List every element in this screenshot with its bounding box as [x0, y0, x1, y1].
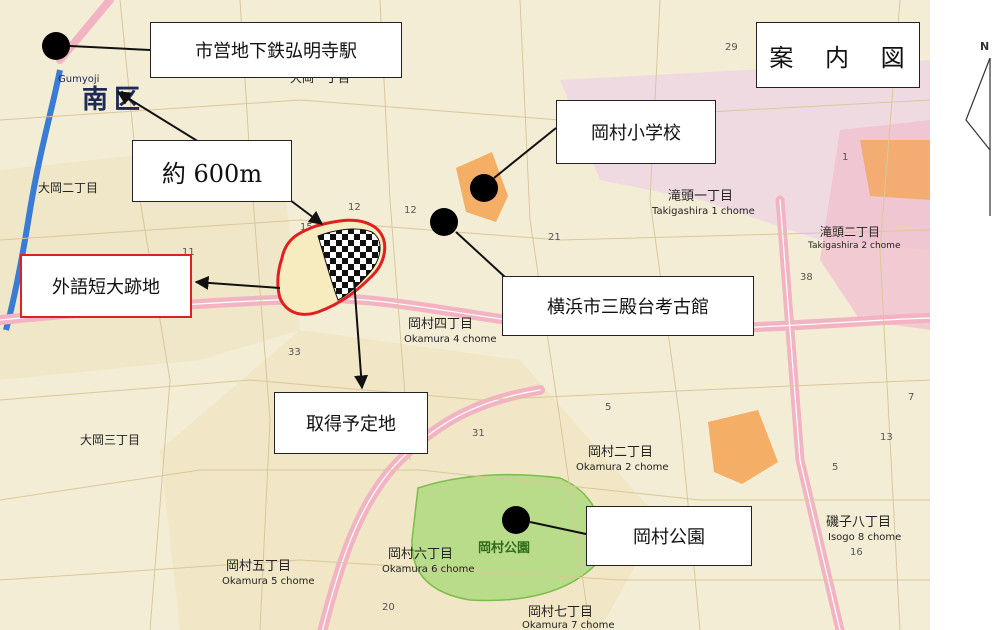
- label-takigashira2: 滝頭二丁目: [820, 225, 880, 239]
- label-okamura4: 岡村四丁目: [408, 317, 473, 332]
- svg-text:21: 21: [548, 232, 561, 243]
- label-okamura5: 岡村五丁目: [226, 559, 291, 574]
- right-margin: [930, 0, 1006, 630]
- svg-text:20: 20: [382, 602, 395, 613]
- callout-school: 岡村小学校: [556, 100, 716, 164]
- label-okamura2-roman: Okamura 2 chome: [576, 462, 669, 473]
- north-label: N: [980, 40, 989, 53]
- label-okamura2: 岡村二丁目: [588, 445, 653, 460]
- svg-text:12: 12: [348, 202, 361, 213]
- label-isogo8: 磯子八丁目: [826, 515, 891, 530]
- facility-zone-ne: [860, 140, 930, 200]
- label-gumyoji: Gumyoji: [58, 74, 99, 85]
- callout-former-site: 外語短大跡地: [20, 254, 192, 318]
- callout-museum: 横浜市三殿台考古館: [502, 276, 754, 336]
- svg-text:11: 11: [182, 247, 195, 258]
- label-takigashira1: 滝頭一丁目: [668, 189, 733, 204]
- svg-text:33: 33: [288, 347, 301, 358]
- label-okamura-park: 岡村公園: [478, 540, 530, 556]
- svg-text:29: 29: [725, 42, 738, 53]
- label-ooka2: 大岡二丁目: [38, 181, 98, 195]
- school-zone-okamura-junior: [708, 410, 778, 484]
- callout-distance: 約 600m: [132, 140, 292, 202]
- callout-park: 岡村公園: [586, 506, 752, 566]
- museum-marker: [430, 208, 458, 236]
- place-labels: 南区 Gumyoji 大岡一丁目 大岡二丁目 大岡三丁目 滝頭一丁目 Takig…: [38, 71, 901, 630]
- svg-text:7: 7: [908, 392, 914, 403]
- svg-text:16: 16: [850, 547, 863, 558]
- label-ooka3: 大岡三丁目: [80, 433, 140, 447]
- label-takigashira1-roman: Takigashira 1 chome: [651, 206, 755, 217]
- landmark-dots: [42, 32, 530, 534]
- label-takigashira2-roman: Takigashira 2 chome: [807, 241, 901, 251]
- label-okamura7: 岡村七丁目: [528, 605, 593, 620]
- svg-text:1: 1: [842, 152, 848, 163]
- school-marker: [470, 174, 498, 202]
- label-okamura7-roman: Okamura 7 chome: [522, 620, 615, 630]
- svg-text:5: 5: [832, 462, 838, 473]
- label-okamura4-roman: Okamura 4 chome: [404, 334, 497, 345]
- label-okamura6: 岡村六丁目: [388, 547, 453, 562]
- svg-text:31: 31: [472, 428, 485, 439]
- park-zone: [411, 473, 603, 602]
- svg-text:13: 13: [880, 432, 893, 443]
- svg-text:12: 12: [404, 205, 417, 216]
- planned-acquisition-site: [317, 228, 381, 301]
- svg-text:38: 38: [800, 272, 813, 283]
- river: [3, 69, 63, 331]
- map-title: 案 内 図: [756, 22, 920, 88]
- label-minami-ku: 南区: [82, 85, 146, 115]
- north-arrow-icon: [965, 57, 991, 216]
- callout-planned-site: 取得予定地: [274, 392, 428, 454]
- label-okamura6-roman: Okamura 6 chome: [382, 564, 475, 575]
- callout-station: 市営地下鉄弘明寺駅: [150, 22, 402, 78]
- station-marker: [42, 32, 70, 60]
- svg-text:15: 15: [300, 222, 313, 233]
- park-marker: [502, 506, 530, 534]
- label-isogo8-roman: Isogo 8 chome: [828, 532, 901, 543]
- svg-text:5: 5: [605, 402, 611, 413]
- label-okamura5-roman: Okamura 5 chome: [222, 576, 315, 587]
